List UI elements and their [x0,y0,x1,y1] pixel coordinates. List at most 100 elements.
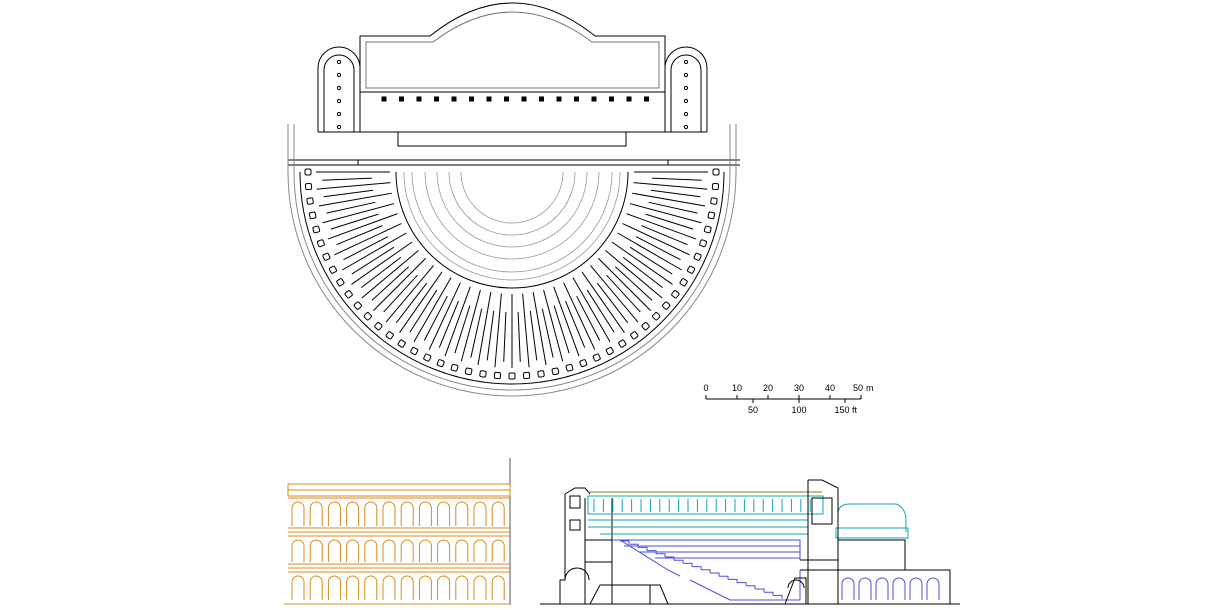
column [504,96,509,102]
arcade-pier [374,322,383,331]
arcade-pier [671,290,680,299]
radial-wall [650,189,701,198]
arch [491,539,505,562]
scaenae-frons [397,131,627,147]
arch [437,539,451,562]
radial-wall [651,177,702,181]
scale-unit-ft: ft [852,405,858,415]
radial-wall [327,213,398,240]
column [336,98,342,104]
foot-ticks [752,399,846,403]
arch [473,501,487,526]
cavea-step [620,540,630,545]
arch [418,539,432,562]
radial-wall [423,295,448,341]
arcade-pier [522,371,531,380]
arch [382,501,396,526]
radial-wall [503,311,507,362]
radial-wall [373,257,427,311]
arcade-pier [344,290,353,299]
radial-wall [641,225,688,246]
radial-wall [529,310,538,361]
arch [473,575,487,600]
scale-tick-30m: 30 [794,383,804,393]
radial-wall [590,265,639,323]
arcade-pier [316,239,325,248]
column [486,96,492,102]
arcade-pier [699,239,708,248]
radial-wall [622,223,690,256]
column [683,124,689,130]
radial-wall [633,182,708,190]
column [399,96,404,102]
arcade-pier [450,363,459,372]
arch [346,539,360,562]
column [574,96,579,102]
arch [455,539,469,562]
seating-rows [612,539,801,601]
radial-wall [395,282,428,324]
lower-arch [841,577,855,600]
arcade-pier [397,339,406,348]
column [644,96,649,102]
arch [364,539,378,562]
arcade-pier [707,211,716,220]
radial-wall [626,213,697,240]
radial-wall [486,310,495,361]
arch [455,575,469,600]
radial-wall [614,266,653,301]
column [609,96,614,102]
arcade-pier [312,225,321,234]
facade-arches [291,501,505,600]
radial-wall [629,246,673,275]
cavea-outer-wall [287,124,737,397]
radial-wall [336,225,383,246]
radial-wall [409,289,438,333]
radial-wall [611,241,673,285]
arcade-pier [711,182,720,191]
arch [382,539,396,562]
stage-front [357,159,669,166]
radial-wall [361,250,419,299]
column [434,96,439,102]
scale-bar: 0 10 20 30 40 50 m 50 100 150 ft [703,383,873,415]
radial-wall [553,286,580,357]
radial-wall [454,305,471,354]
column [591,96,597,102]
lower-arcade-section [841,577,940,600]
cavea-step [710,572,720,577]
arcade-pier [630,331,639,340]
arcade-pier [322,252,331,261]
arcade-pier [363,312,372,321]
arch [309,539,323,562]
arch [400,539,414,562]
cavea-step [764,591,774,596]
column [683,98,689,104]
radial-wall [635,236,681,261]
cavea-step [737,582,747,586]
scale-tick-100ft: 100 [791,405,806,415]
radial-wall [597,257,651,311]
porticus [359,91,666,133]
arcade-pier [479,370,487,378]
arch [400,501,414,526]
arcade-pier [710,197,718,205]
arch [437,501,451,526]
theatre-plan [287,2,740,397]
upper-colonnade-columns [593,499,811,512]
upper-portico [587,495,909,539]
column [451,96,457,102]
radial-wall [565,301,586,348]
arcade-pier [493,371,502,380]
arch [473,539,487,562]
cavea-step [656,553,666,557]
right-apse [664,46,708,132]
lower-arch [858,577,872,600]
cavea-step [755,588,765,593]
radial-wall [617,232,682,271]
column [626,96,632,102]
orchestra [395,171,629,289]
radial-wall [322,177,373,181]
cavea-step [683,562,693,567]
lower-arch [875,577,889,600]
